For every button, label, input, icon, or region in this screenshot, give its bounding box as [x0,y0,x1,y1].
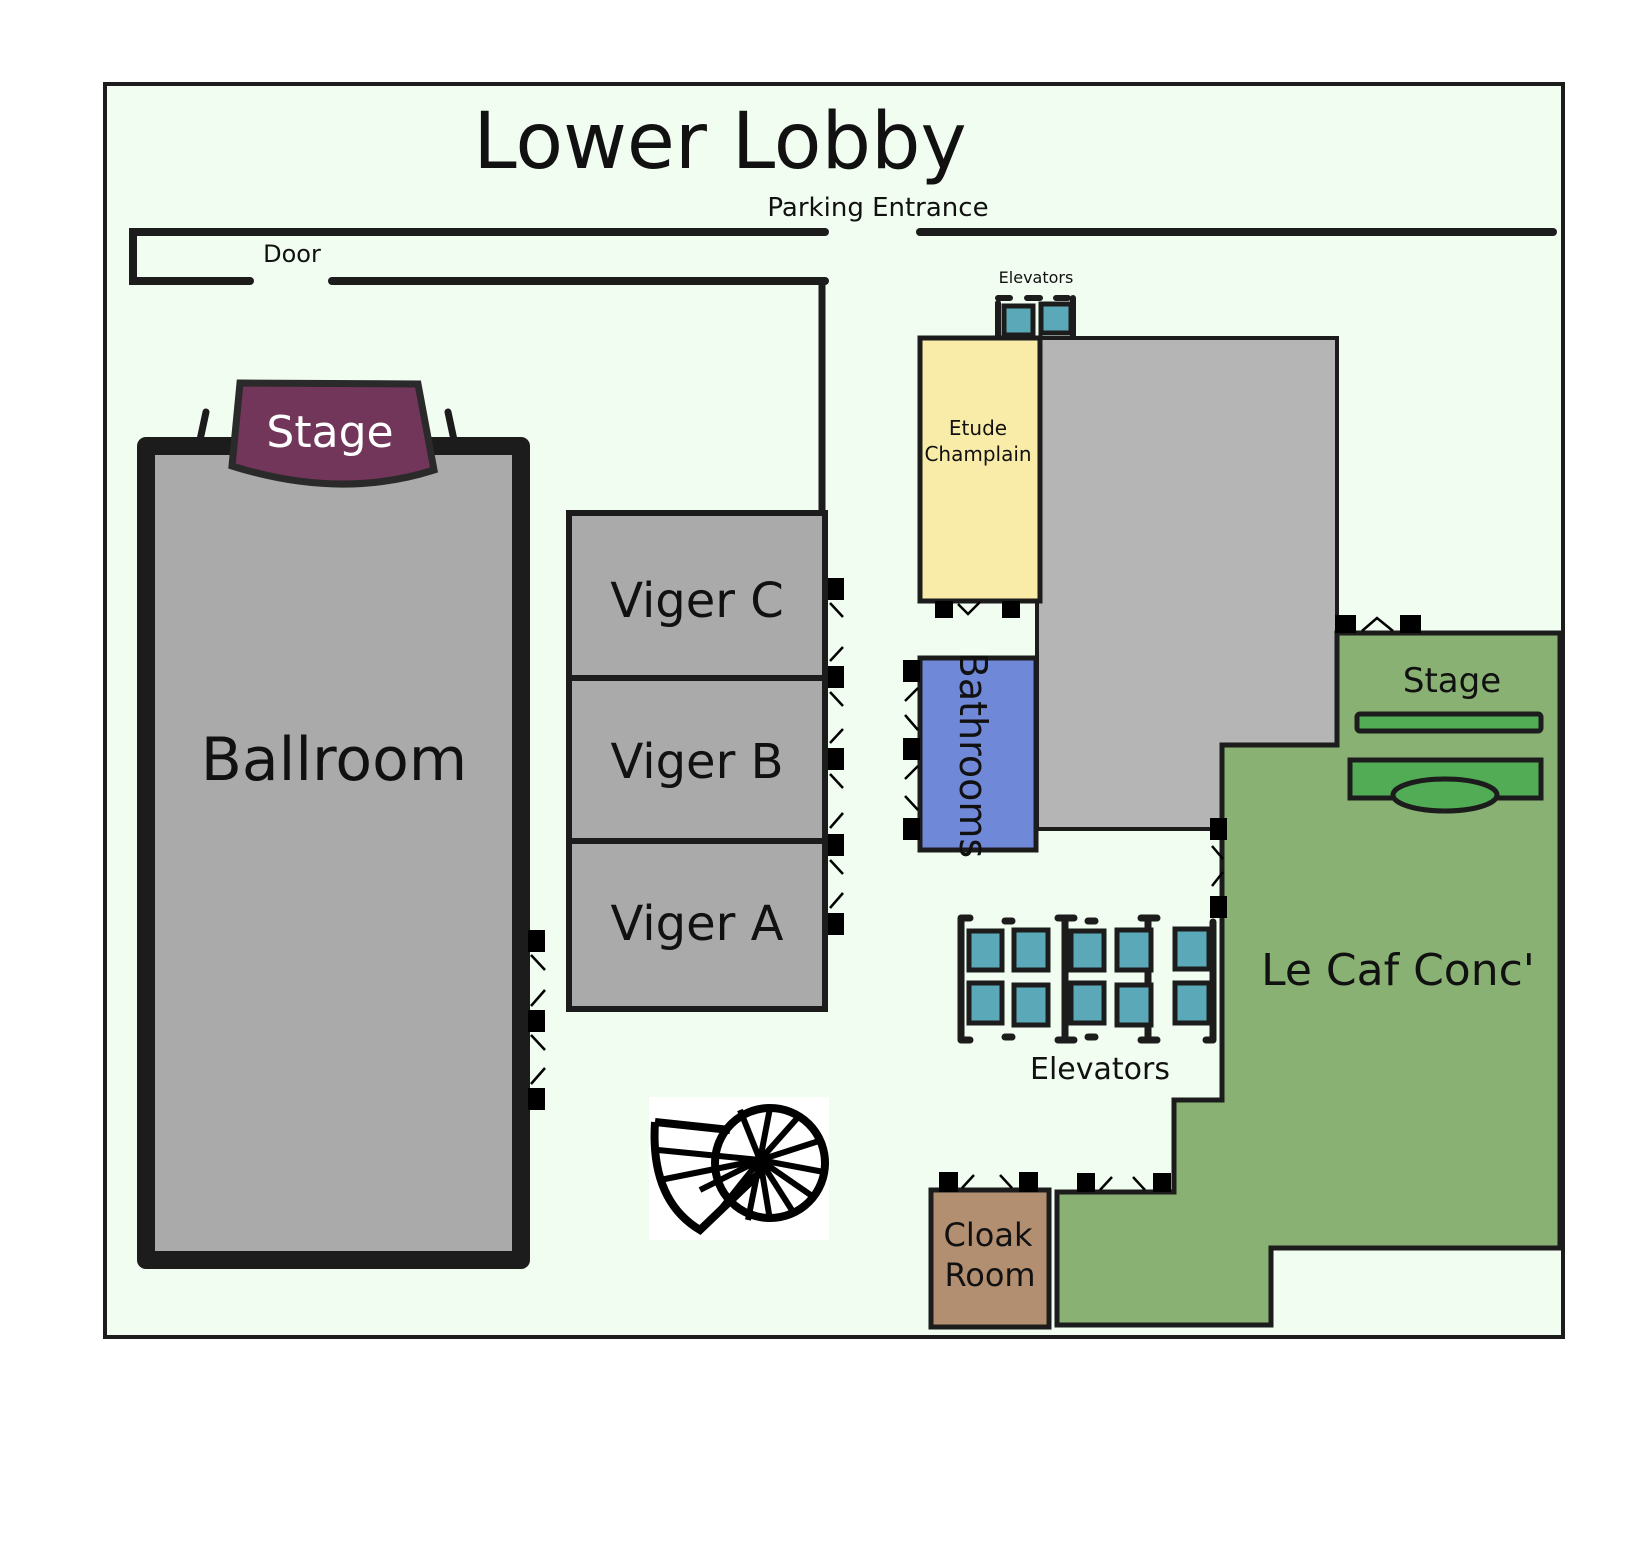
viger-b-label: Viger B [610,734,783,790]
viger-a-label: Viger A [611,896,784,952]
ballroom-label: Ballroom [201,725,467,795]
bathrooms-label: Bathrooms [951,652,995,858]
etude-champlain[interactable]: Etude Champlain [917,335,1043,604]
ballroom[interactable]: Stage Ballroom [137,379,530,1269]
ballroom-floor [137,437,530,1269]
entrance-walls [129,228,1557,519]
elevators-top-label: Elevators [999,268,1074,287]
elevators-bottom[interactable] [957,914,1217,1044]
le-caf-conc-label: Le Caf Conc' [1261,945,1535,996]
viger-rooms: Viger C Viger B Viger A [566,510,828,1012]
ballroom-stage[interactable] [228,379,439,488]
bathrooms[interactable]: Bathrooms [917,652,1039,858]
bathroom-doors[interactable] [903,660,920,840]
door-label: Door [263,240,321,268]
cloak-room-label-2: Room [944,1256,1035,1294]
viger-a[interactable] [566,838,828,1012]
parking-entrance-label: Parking Entrance [767,193,988,223]
etude-champlain-label-1: Etude [949,416,1007,440]
cloak-room[interactable]: Cloak Room [928,1187,1052,1330]
viger-c-label: Viger C [610,573,784,629]
spiral-staircase-icon[interactable] [649,1097,829,1240]
ballroom-stage-label: Stage [266,407,393,458]
elevators-top[interactable] [995,295,1076,341]
cloak-room-label-1: Cloak [944,1216,1033,1254]
viger-doors[interactable] [828,578,844,935]
etude-champlain-door[interactable] [935,601,1020,618]
etude-champlain-label-2: Champlain [924,442,1031,466]
elevators-bottom-label: Elevators [1030,1052,1170,1087]
le-caf-conc-stage-label: Stage [1403,661,1501,701]
le-caf-conc-doors[interactable] [1077,615,1421,1192]
page-title: Lower Lobby [473,97,966,187]
cloak-room-door[interactable] [939,1172,1038,1192]
le-caf-conc-stage-front [1354,711,1544,734]
ballroom-doors[interactable] [528,930,546,1110]
le-caf-conc[interactable]: Stage Le Caf Conc' [1054,630,1563,1328]
le-caf-conc-stage-apron [1390,776,1500,814]
